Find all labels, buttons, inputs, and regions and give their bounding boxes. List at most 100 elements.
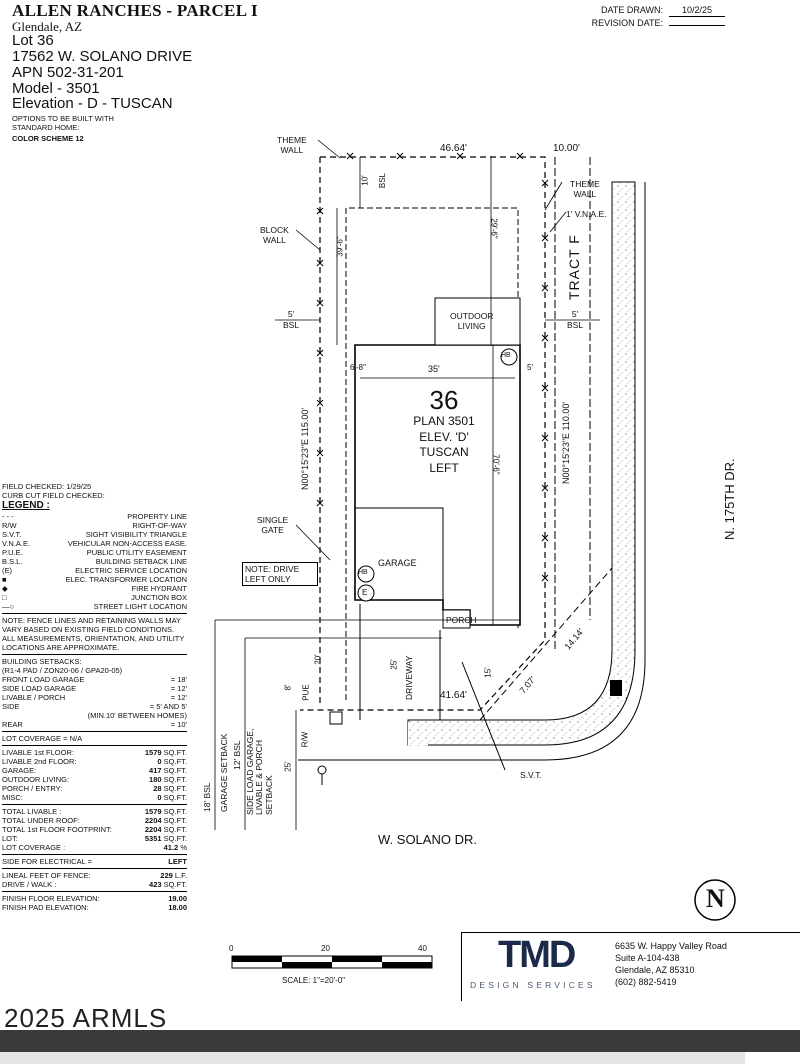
company-block bbox=[461, 932, 800, 1001]
dim-29-6: 29'-6" bbox=[489, 218, 499, 239]
e-label: E bbox=[362, 588, 368, 597]
driveway-label: DRIVEWAY bbox=[404, 655, 414, 700]
setback-value: = 12' bbox=[170, 684, 187, 693]
electrical-row: SIDE FOR ELECTRICAL =LEFT bbox=[2, 857, 187, 866]
junction-box-icon bbox=[329, 711, 343, 725]
setback-value: (MIN.10' BETWEEN HOMES) bbox=[87, 711, 187, 720]
legend-label: SIGHT VISIBILITY TRIANGLE bbox=[85, 530, 187, 539]
setback-label: LIVABLE / PORCH bbox=[2, 693, 66, 702]
area-unit: SQ.FT. bbox=[163, 784, 187, 793]
fence-unit: SQ.FT. bbox=[163, 880, 187, 889]
scale-end: 40 bbox=[418, 944, 427, 953]
plan-label: PLAN 3501 ELEV. 'D' TUSCAN LEFT bbox=[392, 414, 496, 476]
elevation-row: FINISH FLOOR ELEVATION:19.00 bbox=[2, 894, 187, 903]
legend-item: —○STREET LIGHT LOCATION bbox=[2, 602, 187, 611]
area-unit: SQ.FT. bbox=[163, 748, 187, 757]
drive-note-line2: LEFT ONLY bbox=[245, 574, 291, 585]
total-value: 2204 bbox=[144, 816, 162, 825]
setbacks-title: BUILDING SETBACKS: bbox=[2, 657, 82, 666]
address-line3: Glendale, AZ 85310 bbox=[615, 965, 695, 976]
area-row: OUTDOOR LIVING:180 SQ.FT. bbox=[2, 775, 187, 784]
color-scheme: COLOR SCHEME 12 bbox=[12, 134, 84, 144]
electric-service-marker bbox=[357, 584, 375, 602]
setback-row: REAR= 10' bbox=[2, 720, 187, 729]
legend-label: JUNCTION BOX bbox=[131, 593, 187, 602]
area-label: MISC: bbox=[2, 793, 23, 802]
area-row: LIVABLE 1st FLOOR: 1579 SQ.FT. bbox=[2, 748, 187, 757]
legend-label: STREET LIGHT LOCATION bbox=[93, 602, 187, 611]
garage-setback-label: GARAGE SETBACK bbox=[219, 733, 229, 812]
bsl-right-txt: BSL bbox=[567, 320, 584, 331]
legend-symbol: - - - bbox=[2, 512, 14, 521]
scale-zero: 0 bbox=[229, 944, 234, 953]
street-name-right: N. 175TH DR. bbox=[722, 458, 737, 540]
property-line bbox=[300, 156, 546, 711]
legend-item: S.V.T.SIGHT VISIBILITY TRIANGLE bbox=[2, 530, 187, 539]
rear-setback-dim: 10' bbox=[360, 175, 370, 186]
bottom-width-dim: 41.64' bbox=[440, 690, 467, 701]
porch-label: PORCH bbox=[446, 615, 477, 625]
area-label: LIVABLE 1st FLOOR: bbox=[2, 748, 74, 757]
area-value: 1579 bbox=[144, 748, 162, 757]
rear-bsl-label: BSL bbox=[378, 172, 388, 189]
area-row: LIVABLE 2nd FLOOR:0 SQ.FT. bbox=[2, 757, 187, 766]
elevation-label: FINISH FLOOR ELEVATION: bbox=[2, 894, 100, 903]
bottom-bar bbox=[0, 1030, 800, 1052]
legend-panel: FIELD CHECKED: 1/29/25 CURB CUT FIELD CH… bbox=[2, 482, 187, 912]
setback-row: SIDE = 5' AND 5' bbox=[2, 702, 187, 711]
vnae-label: 1' V.N.A.E. bbox=[566, 209, 607, 219]
fence-unit: L.F. bbox=[174, 871, 187, 880]
area-row: PORCH / ENTRY:28 SQ.FT. bbox=[2, 784, 187, 793]
plan-number: PLAN 3501 bbox=[413, 414, 475, 428]
legend-item: V.N.A.E.VEHICULAR NON-ACCESS EASE. bbox=[2, 539, 187, 548]
company-tagline: DESIGN SERVICES bbox=[470, 980, 596, 990]
address-line1: 6635 W. Happy Valley Road bbox=[615, 941, 727, 951]
legend-item: B.S.L.BUILDING SETBACK LINE bbox=[2, 557, 187, 566]
date-drawn-label: DATE DRAWN: bbox=[601, 5, 663, 15]
setback-row: SIDE LOAD GARAGE= 12' bbox=[2, 684, 187, 693]
total-label: TOTAL UNDER ROOF: bbox=[2, 816, 80, 825]
dim-15: 15' bbox=[483, 667, 493, 678]
company-logo: TMD bbox=[498, 934, 576, 976]
hb-label-1: HB bbox=[501, 352, 511, 359]
outdoor-line1: OUTDOOR bbox=[450, 311, 494, 321]
area-unit: SQ.FT. bbox=[163, 793, 187, 802]
electrical-value: LEFT bbox=[168, 857, 187, 866]
hydrant-icon: ◆ bbox=[2, 584, 8, 593]
legend-note: NOTE: FENCE LINES AND RETAINING WALLS MA… bbox=[2, 616, 185, 652]
setback-value: = 12' bbox=[170, 693, 187, 702]
address-line2: Suite A-104-438 bbox=[615, 953, 680, 964]
legend-symbol: V.N.A.E. bbox=[2, 539, 31, 548]
setback-row: FRONT LOAD GARAGE= 18' bbox=[2, 675, 187, 684]
date-drawn-value: 10/2/25 bbox=[669, 4, 725, 18]
area-value: 180 bbox=[149, 775, 162, 784]
total-value: 2204 bbox=[144, 825, 162, 834]
junction-box-legend-icon: □ bbox=[2, 593, 7, 602]
area-unit: SQ.FT. bbox=[163, 757, 187, 766]
gate-line1: SINGLE bbox=[257, 515, 289, 525]
fence-value: 423 bbox=[149, 880, 162, 889]
bsl-left-num: 5' bbox=[287, 309, 295, 319]
bsl-left: 5'BSL bbox=[283, 309, 299, 331]
setback-value: = 5' AND 5' bbox=[149, 702, 187, 711]
total-label: TOTAL 1st FLOOR FOOTPRINT: bbox=[2, 825, 112, 834]
porch bbox=[442, 609, 471, 629]
area-row: GARAGE:417 SQ.FT. bbox=[2, 766, 187, 775]
theme-wall-right-line1: THEME bbox=[570, 179, 600, 189]
legend-item: P.U.E.PUBLIC UTILITY EASEMENT bbox=[2, 548, 187, 557]
theme-wall-right-line2: WALL bbox=[573, 188, 597, 199]
total-row: LOT:5351 SQ.FT. bbox=[2, 834, 187, 843]
address: 17562 W. SOLANO DRIVE bbox=[12, 48, 193, 66]
setback-label: SIDE bbox=[2, 702, 20, 711]
total-unit: SQ.FT. bbox=[163, 825, 187, 834]
scale-label: SCALE: 1"=20'-0" bbox=[282, 976, 346, 985]
left-bearing: N00°15'23"E 115.00' bbox=[300, 407, 310, 490]
garage-label: GARAGE bbox=[378, 558, 417, 568]
total-label: TOTAL LIVABLE : bbox=[2, 807, 62, 816]
dim-20: 20' bbox=[313, 654, 323, 665]
transformer-icon bbox=[610, 680, 622, 696]
lot-number: 36 bbox=[429, 385, 459, 415]
bsl-right-num: 5' bbox=[571, 309, 579, 319]
model: Model - 3501 bbox=[12, 79, 100, 97]
subdivision-title: ALLEN RANCHES - PARCEL I bbox=[12, 1, 258, 20]
